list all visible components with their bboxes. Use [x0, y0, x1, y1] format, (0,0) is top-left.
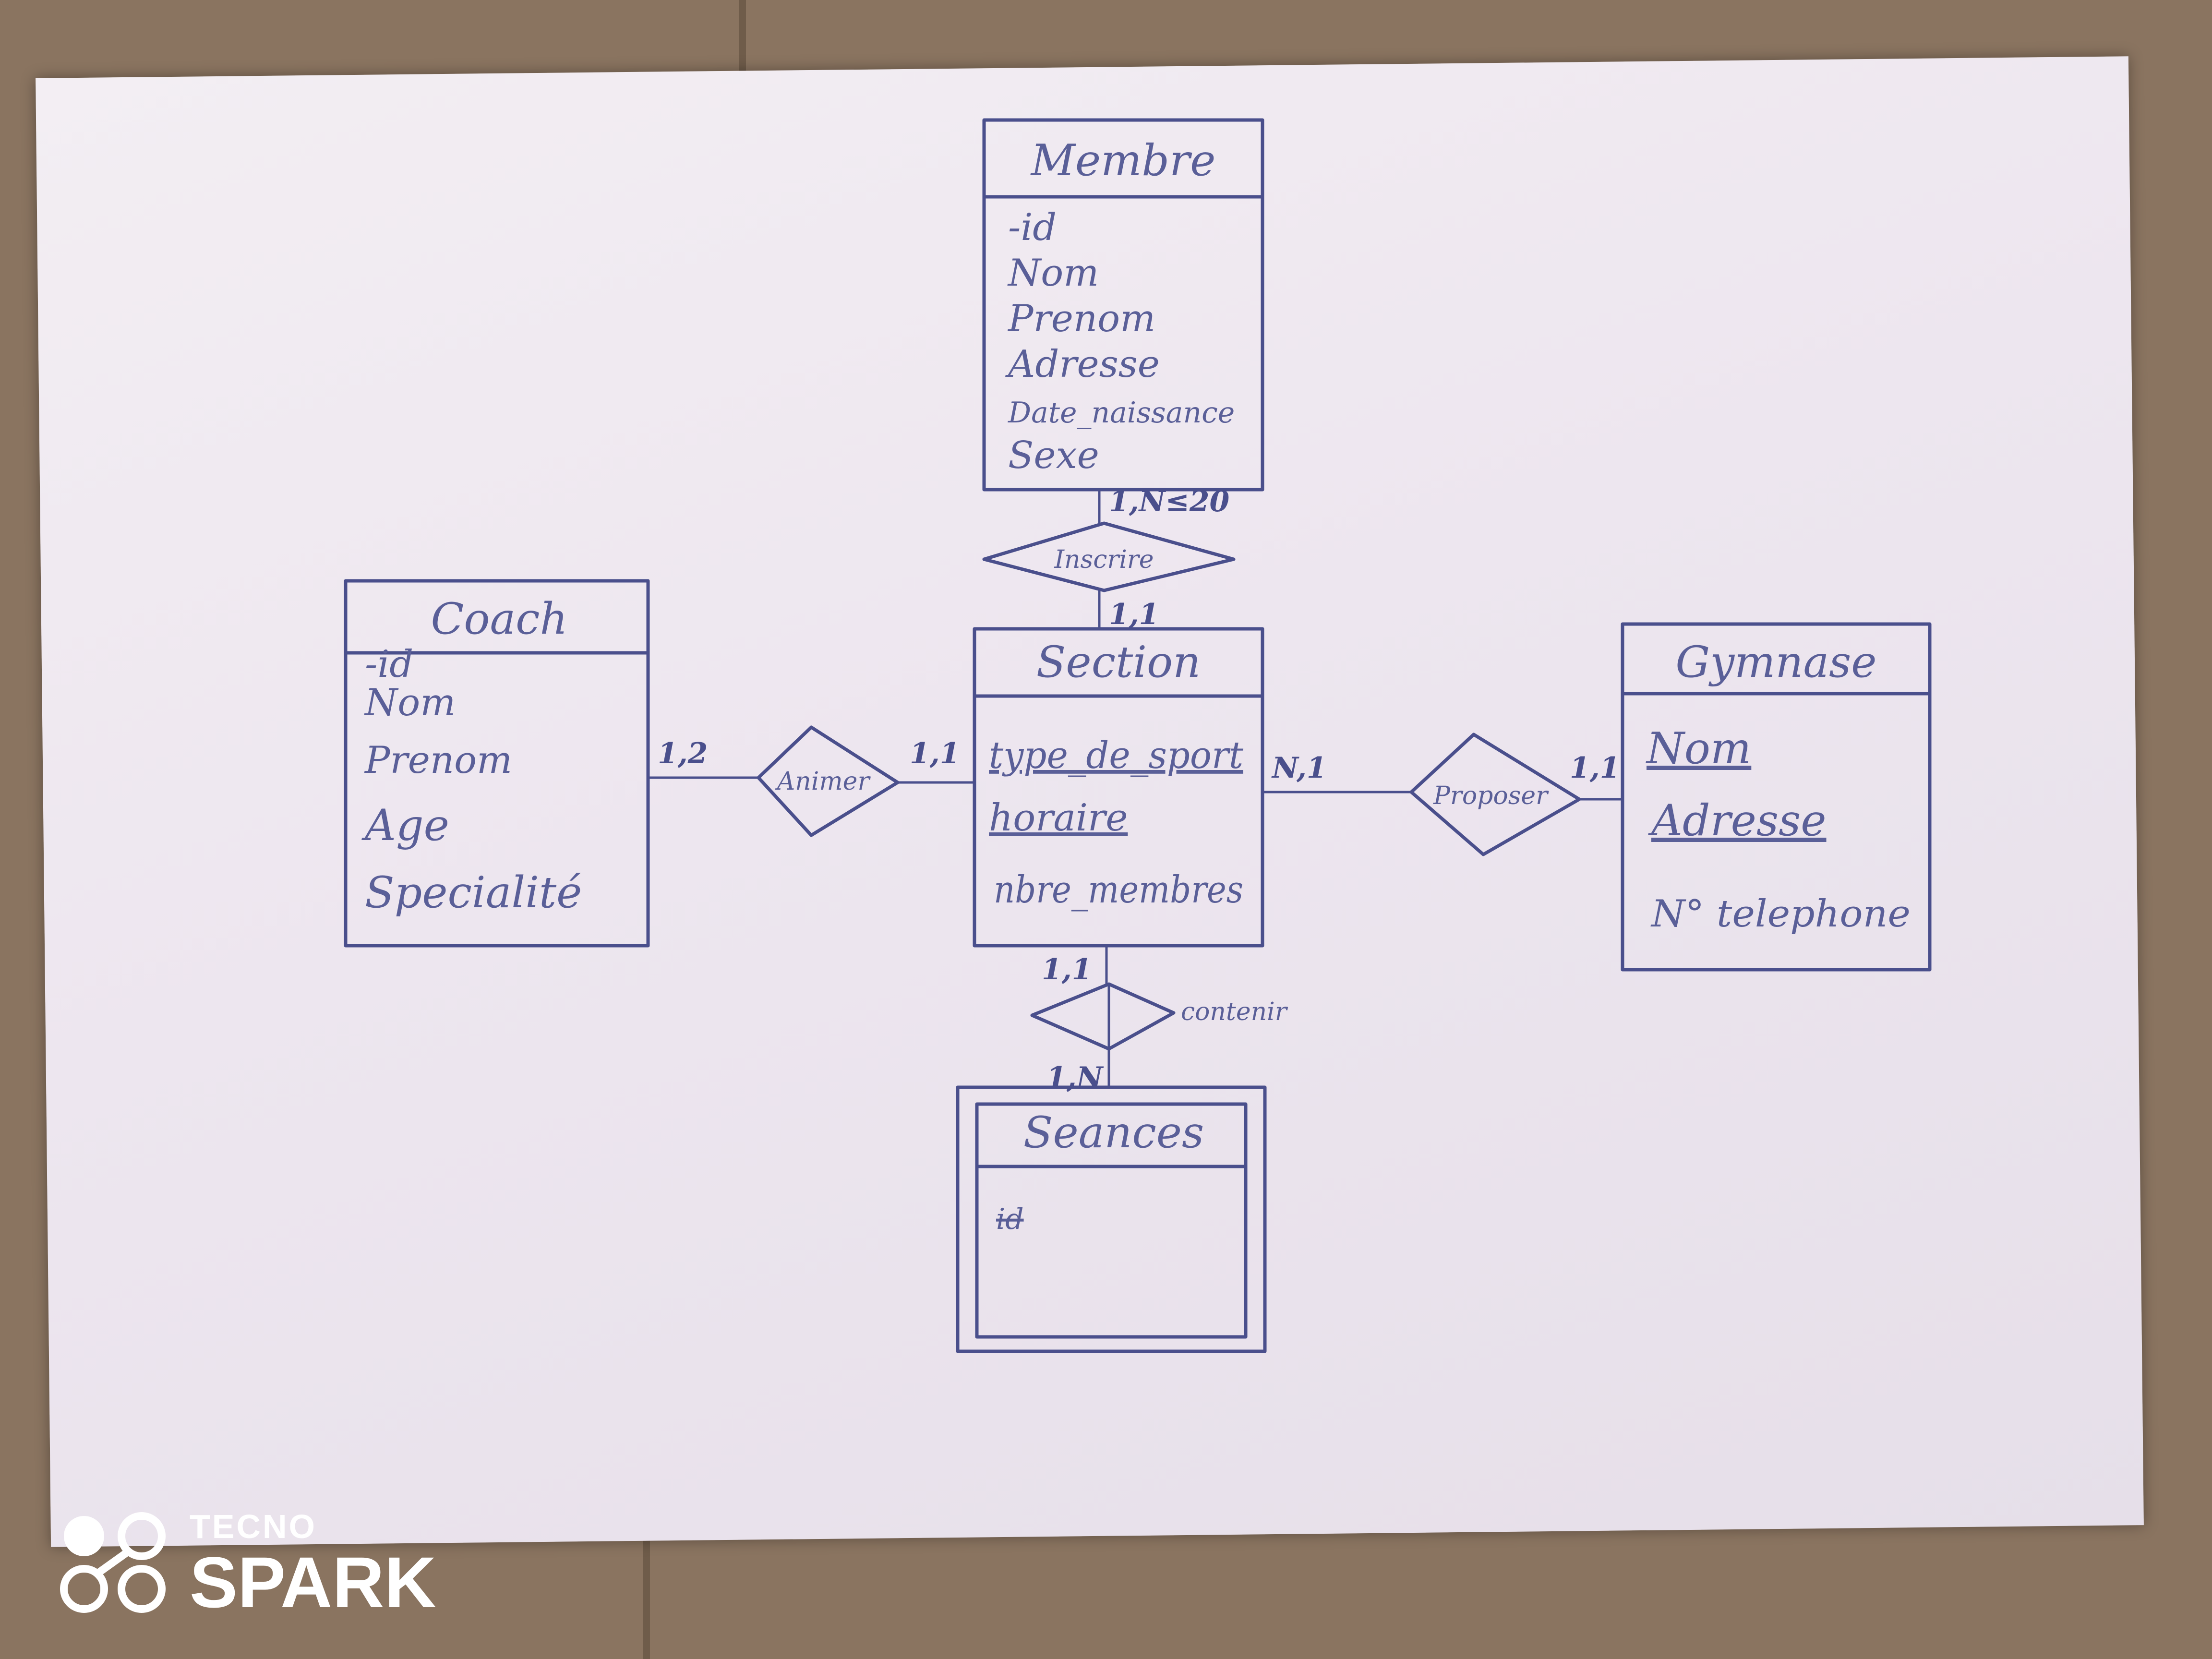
relationship-inscrire-label: Inscrire — [1054, 545, 1154, 574]
card-proposer-gymnase: 1,1 — [1570, 751, 1620, 785]
entity-membre-title: Membre — [1030, 135, 1216, 186]
entity-section-title: Section — [1036, 637, 1201, 687]
card-animer-section: 1,1 — [910, 737, 960, 770]
entity-seances: Seances id — [956, 1085, 1267, 1353]
coach-attr-age: Age — [361, 800, 449, 851]
gymnase-attr-telephone: N° telephone — [1650, 892, 1911, 936]
entity-section: Section type_de_sport horaire nbre_membr… — [973, 627, 1264, 948]
camera-watermark: TECNO SPARK — [58, 1498, 442, 1623]
tecno-logo-icon — [60, 1512, 166, 1613]
relationship-animer-label: Animer — [775, 767, 871, 796]
entity-gymnase: Gymnase Nom Adresse N° telephone — [1621, 622, 1932, 972]
table-seam-vertical-bottom — [643, 1531, 650, 1659]
table-seam-vertical-left — [739, 0, 746, 77]
entity-gymnase-title: Gymnase — [1675, 637, 1876, 687]
gymnase-attr-nom: Nom — [1646, 723, 1751, 774]
relationship-inscrire: Inscrire 1,N≤20 1,1 — [982, 485, 1236, 631]
section-attr-nbre-membres: nbre_membres — [994, 868, 1243, 912]
membre-attr-prenom: Prenom — [1007, 297, 1155, 340]
card-membre-inscrire: 1,N≤20 — [1109, 485, 1230, 518]
membre-attr-date-naissance: Date_naissance — [1008, 396, 1235, 430]
gymnase-attr-adresse: Adresse — [1648, 795, 1827, 846]
card-contenir-seances: 1,N — [1046, 1061, 1104, 1094]
card-coach-animer: 1,2 — [658, 737, 708, 770]
section-attr-type-de-sport: type_de_sport — [989, 734, 1244, 777]
card-section-proposer: N,1 — [1271, 751, 1327, 785]
relationship-contenir: contenir 1,1 1,N — [1030, 946, 1288, 1094]
watermark-brand-small: TECNO — [190, 1508, 317, 1545]
card-inscrire-section: 1,1 — [1109, 598, 1159, 631]
relationship-animer: Animer 1,2 1,1 — [648, 725, 974, 837]
coach-attr-prenom: Prenom — [364, 739, 512, 782]
entity-membre: Membre -id Nom Prenom Adresse Date_naiss… — [982, 118, 1264, 492]
coach-attr-id: -id — [365, 643, 413, 686]
relationship-proposer-label: Proposer — [1433, 781, 1549, 810]
seances-attr-id: id — [996, 1202, 1024, 1236]
coach-attr-nom: Nom — [364, 681, 456, 724]
coach-attr-specialite: Specialité — [365, 867, 582, 918]
entity-coach: Coach -id Nom Prenom Age Specialité — [344, 579, 650, 948]
card-section-contenir: 1,1 — [1042, 953, 1092, 986]
relationship-proposer: Proposer N,1 1,1 — [1262, 733, 1623, 856]
section-attr-horaire: horaire — [989, 796, 1128, 840]
membre-attr-id: -id — [1008, 206, 1057, 249]
membre-attr-sexe: Sexe — [1008, 434, 1099, 477]
entity-coach-title: Coach — [431, 594, 567, 644]
relationship-contenir-label: contenir — [1181, 998, 1288, 1026]
entity-seances-title: Seances — [1023, 1107, 1204, 1158]
watermark-brand-large: SPARK — [190, 1542, 436, 1623]
membre-attr-adresse: Adresse — [1005, 343, 1160, 386]
membre-attr-nom: Nom — [1007, 252, 1099, 295]
